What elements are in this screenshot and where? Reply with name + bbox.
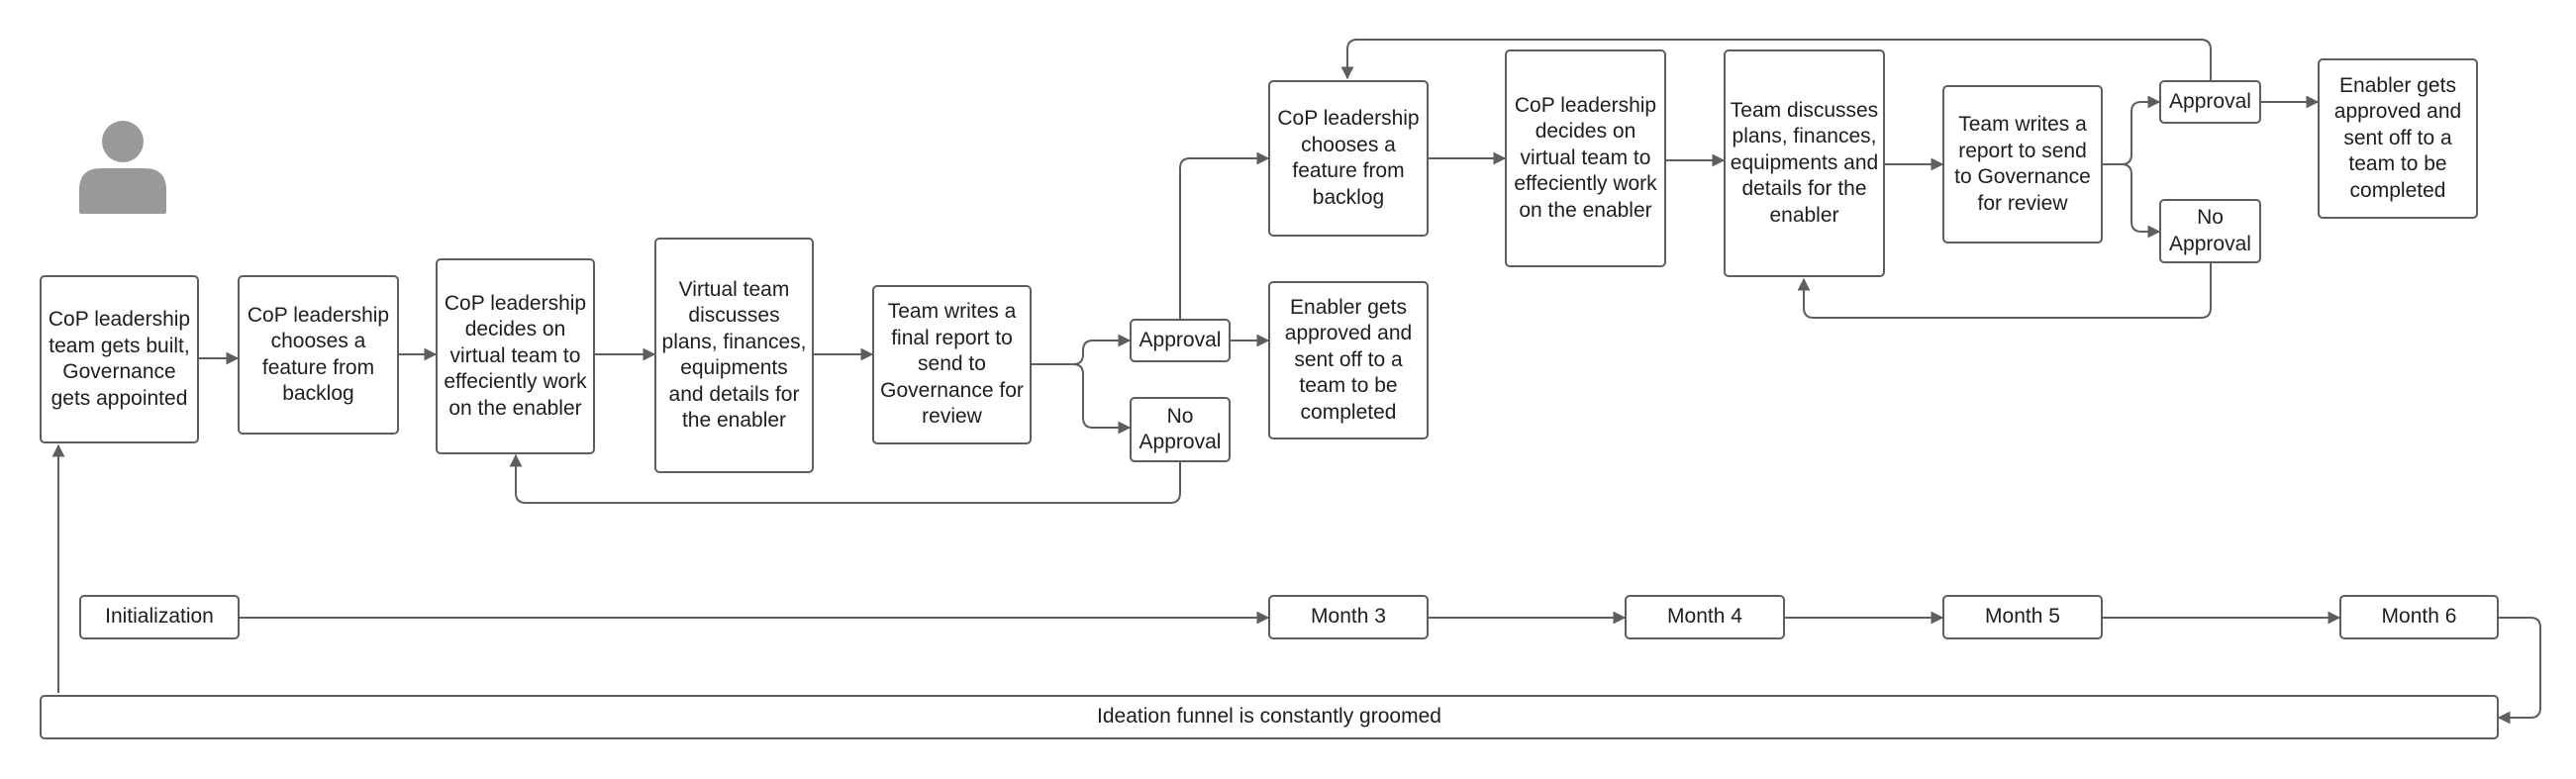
connector-report-to-approval-2: [2103, 95, 2161, 165]
choose-feature-node-2[interactable]: CoP leadership chooses a feature from ba…: [1268, 80, 1429, 237]
choose-feature-node-1[interactable]: CoP leadership chooses a feature from ba…: [238, 275, 399, 435]
connector-report-to-no-approval-2: [2121, 163, 2161, 239]
user-icon: [79, 121, 166, 214]
month-3-node[interactable]: Month 3: [1268, 595, 1429, 639]
ideation-funnel-node[interactable]: Ideation funnel is constantly groomed: [40, 695, 2499, 739]
approval-node-2[interactable]: Approval: [2159, 80, 2261, 124]
connector-report-to-no-approval-1: [1072, 363, 1132, 435]
connector-approval-to-choose-feature-2: [1179, 151, 1270, 319]
enabler-node-1[interactable]: Enabler gets approved and sent off to a …: [1268, 281, 1429, 439]
discuss-node-2[interactable]: Team discusses plans, finances, equipmen…: [1724, 49, 1885, 277]
connector-no-approval-loop-2: [1797, 263, 2212, 319]
initialization-node[interactable]: Initialization: [79, 595, 240, 639]
decide-team-node-1[interactable]: CoP leadership decides on virtual team t…: [436, 258, 595, 454]
no-approval-node-1[interactable]: No Approval: [1130, 397, 1231, 462]
discuss-node-1[interactable]: Virtual team discusses plans, finances, …: [654, 238, 814, 473]
enabler-node-2[interactable]: Enabler gets approved and sent off to a …: [2318, 58, 2478, 219]
month-5-node[interactable]: Month 5: [1942, 595, 2103, 639]
month-6-node[interactable]: Month 6: [2339, 595, 2499, 639]
connector-report-to-approval-1: [1032, 334, 1132, 365]
team-built-node[interactable]: CoP leadership team gets built, Governan…: [40, 275, 199, 443]
month-4-node[interactable]: Month 4: [1625, 595, 1785, 639]
connector-month-6-to-ideation: [2497, 617, 2541, 725]
report-node-1[interactable]: Team writes a final report to send to Go…: [872, 285, 1032, 444]
connector-no-approval-loop-1: [509, 453, 1181, 504]
approval-node-1[interactable]: Approval: [1130, 319, 1231, 362]
report-node-2[interactable]: Team writes a report to send to Governan…: [1942, 85, 2103, 243]
decide-team-node-2[interactable]: CoP leadership decides on virtual team t…: [1505, 49, 1666, 267]
no-approval-node-2[interactable]: No Approval: [2159, 199, 2261, 263]
connector-approval-loop-to-choose-feature-2: [1340, 39, 2212, 80]
